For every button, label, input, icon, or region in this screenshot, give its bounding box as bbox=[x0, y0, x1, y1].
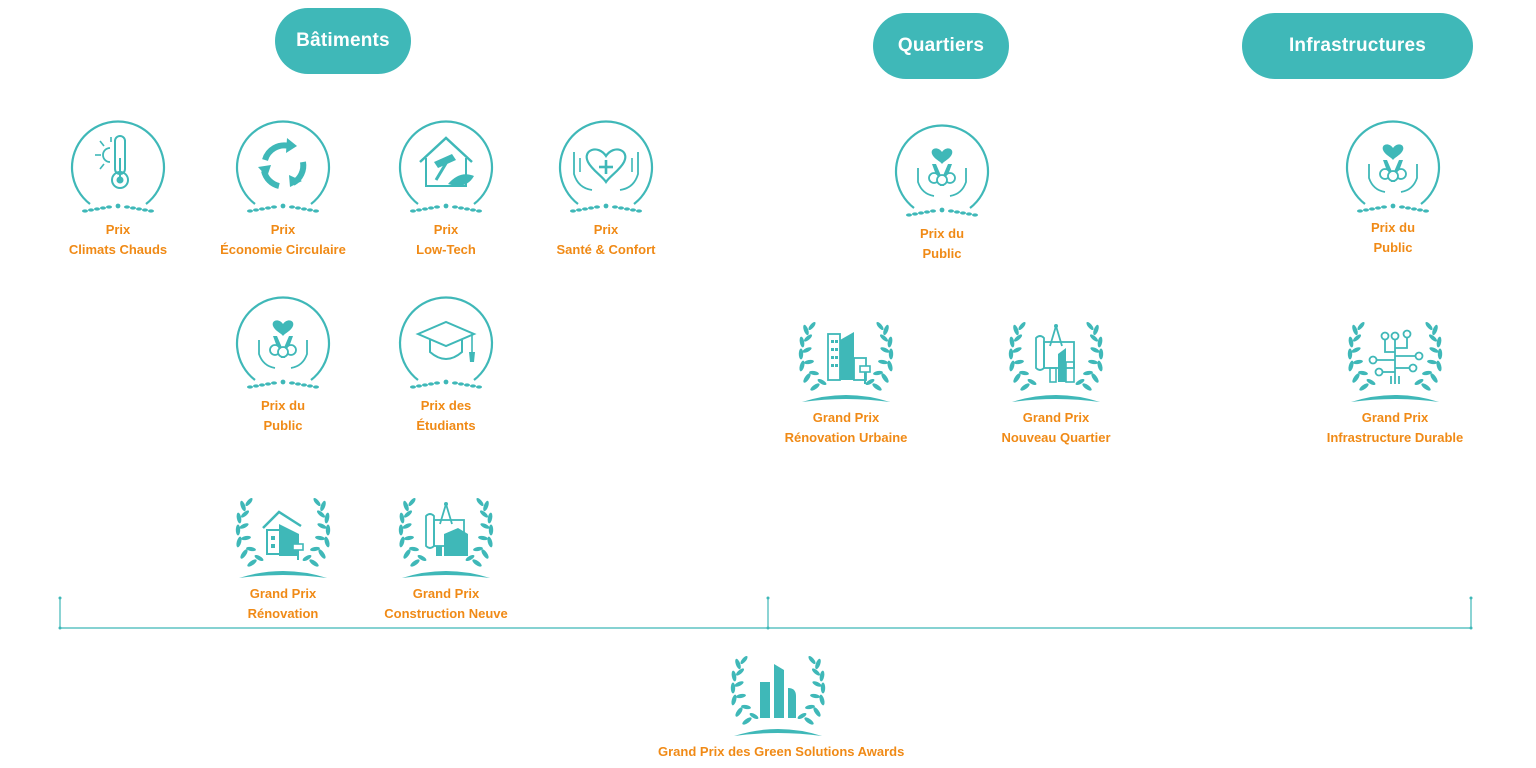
award-line1: Prix bbox=[593, 222, 619, 237]
circuit-tree-icon bbox=[1347, 320, 1443, 402]
people-heart-icon bbox=[1345, 120, 1441, 214]
people-heart-icon bbox=[894, 124, 990, 218]
award-line1: Prix du bbox=[919, 226, 965, 241]
category-batiments: Bâtiments bbox=[275, 8, 411, 74]
award-public-batiments: Prix du Public bbox=[198, 288, 368, 436]
award-line1: Grand Prix bbox=[249, 586, 317, 601]
category-infrastructures: Infrastructures bbox=[1242, 13, 1473, 79]
thermometer-sun-icon bbox=[70, 120, 166, 214]
city-buildings-icon bbox=[798, 320, 894, 402]
award-line2: Infrastructure Durable bbox=[1326, 430, 1464, 445]
award-line2: Rénovation bbox=[247, 606, 319, 621]
award-grand-prix: Grand Prix des Green Solutions Awards bbox=[658, 642, 905, 762]
award-title: Grand Prix des Green Solutions Awards bbox=[658, 744, 905, 759]
award-line2: Santé & Confort bbox=[556, 242, 656, 257]
award-line2: Climats Chauds bbox=[68, 242, 168, 257]
compass-building-icon bbox=[1008, 320, 1104, 402]
heart-hands-icon bbox=[558, 120, 654, 214]
award-line1: Grand Prix bbox=[812, 410, 880, 425]
blueprint-building-icon bbox=[398, 496, 494, 578]
recycle-arrows-icon bbox=[235, 120, 331, 214]
award-line2: Public bbox=[1373, 240, 1413, 255]
award-public-quartiers: Prix du Public bbox=[857, 116, 1027, 264]
award-line2: Rénovation Urbaine bbox=[784, 430, 908, 445]
award-line2: Nouveau Quartier bbox=[1001, 430, 1111, 445]
award-public-infrastructures: Prix du Public bbox=[1308, 112, 1478, 258]
award-line2: Public bbox=[263, 418, 303, 433]
graduation-cap-icon bbox=[398, 296, 494, 390]
award-line2: Low-Tech bbox=[416, 242, 476, 257]
award-line1: Prix du bbox=[260, 398, 306, 413]
award-line2: Étudiants bbox=[416, 418, 476, 433]
award-line1: Grand Prix bbox=[1361, 410, 1429, 425]
category-quartiers: Quartiers bbox=[873, 13, 1009, 79]
buildings-laurel-icon bbox=[730, 654, 826, 736]
award-line1: Prix bbox=[105, 222, 131, 237]
award-line1: Prix des bbox=[420, 398, 472, 413]
award-line1: Grand Prix bbox=[412, 586, 480, 601]
award-line1: Prix bbox=[270, 222, 296, 237]
people-heart-icon bbox=[235, 296, 331, 390]
award-line1: Grand Prix bbox=[1022, 410, 1090, 425]
award-line2: Construction Neuve bbox=[384, 606, 508, 621]
award-line1: Prix du bbox=[1370, 220, 1416, 235]
renovation-house-icon bbox=[235, 496, 331, 578]
award-line2: Public bbox=[922, 246, 962, 261]
house-tools-icon bbox=[398, 120, 494, 214]
award-line1: Prix bbox=[433, 222, 459, 237]
award-line2: Économie Circulaire bbox=[220, 242, 346, 257]
